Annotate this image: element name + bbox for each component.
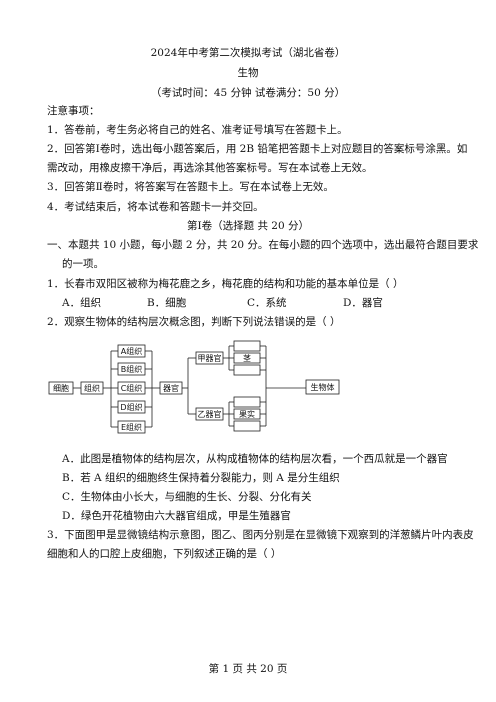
tissue-c-label: C组织 <box>121 383 143 393</box>
organism-label: 生物体 <box>311 382 335 392</box>
section-instruction: 一、本题共 10 小题，每小题 2 分，共 20 分。在每小题的四个选项中，选出… <box>47 239 479 251</box>
stem-label: 茎 <box>243 353 251 363</box>
organ-label: 器官 <box>163 383 179 393</box>
organism-box <box>305 379 340 395</box>
section-instruction-cont: 的一项。 <box>62 258 104 270</box>
q1-option-a: A．组织 <box>62 297 102 309</box>
note-item: 2．回答第Ⅰ卷时，选出每小题答案后，用 2B 铅笔把答题卡上对应题目的答案标号涂… <box>47 143 468 155</box>
question-1-stem: 1．长春市双阳区被称为梅花鹿之乡，梅花鹿的结构和功能的基本单位是（ ） <box>47 278 404 290</box>
organ-a-label: 甲器官 <box>198 353 222 363</box>
note-item: 需改动，用橡皮擦干净后，再选涂其他答案标号。写在本试卷上无效。 <box>47 162 373 174</box>
subject-title: 生物 <box>237 67 259 79</box>
tissue-d-label: D组织 <box>120 402 142 412</box>
question-3-stem: 3．下面图甲是显微镜结构示意图，图乙、图丙分别是在显微镜下观察到的洋葱鳞片叶内表… <box>47 529 474 541</box>
tissue-label: 组织 <box>84 383 100 393</box>
question-3-stem-cont: 细胞和人的口腔上皮细胞，下列叙述正确的是（ ） <box>47 548 282 560</box>
q1-option-b: B．细胞 <box>147 297 187 309</box>
q1-option-d: D．器官 <box>343 297 383 309</box>
exam-info: （考试时间：45 分钟 试卷满分：50 分） <box>150 87 346 99</box>
note-item: 1．答卷前，考生务必将自己的姓名、准考证号填写在答题卡上。 <box>47 124 348 136</box>
fruit-label: 果实 <box>239 409 255 419</box>
tissue-a-label: A组织 <box>121 346 142 356</box>
q2-option-a: A．此图是植物体的结构层次，从构成植物体的结构层次看，一个西瓜就是一个器官 <box>62 453 448 465</box>
q2-option-b: B．若 A 组织的细胞终生保持着分裂能力，则 A 是分生组织 <box>62 472 340 484</box>
tissue-e-label: E组织 <box>121 422 142 432</box>
note-item: 3．回答第Ⅱ卷时，将答案写在答题卡上。写在本试卷上无效。 <box>47 181 334 193</box>
note-item: 4．考试结束后，将本试卷和答题卡一并交回。 <box>47 201 264 213</box>
q1-option-c: C．系统 <box>247 297 287 309</box>
section-title: 第Ⅰ卷（选择题 共 20 分） <box>186 220 310 232</box>
tissue-b-label: B组织 <box>121 364 143 374</box>
page-number: 第 1 页 共 20 页 <box>208 663 288 675</box>
q2-option-d: D．绿色开花植物由六大器官组成，甲是生殖器官 <box>62 510 291 522</box>
notes-heading: 注意事项： <box>47 105 100 117</box>
cell-label: 细胞 <box>53 383 69 393</box>
question-2-stem: 2．观察生物体的结构层次概念图，判断下列说法错误的是（ ） <box>47 316 341 328</box>
structure-level-diagram: 细胞 组织 A组织 B组织 C组织 D组织 E组织 器官 甲器官 乙器官 茎 果… <box>48 340 340 434</box>
organ-b-label: 乙器官 <box>198 409 222 419</box>
exam-title: 2024年中考第二次模拟考试（湖北省卷） <box>150 47 346 59</box>
q2-option-c: C．生物体由小长大，与细胞的生长、分裂、分化有关 <box>62 491 312 503</box>
